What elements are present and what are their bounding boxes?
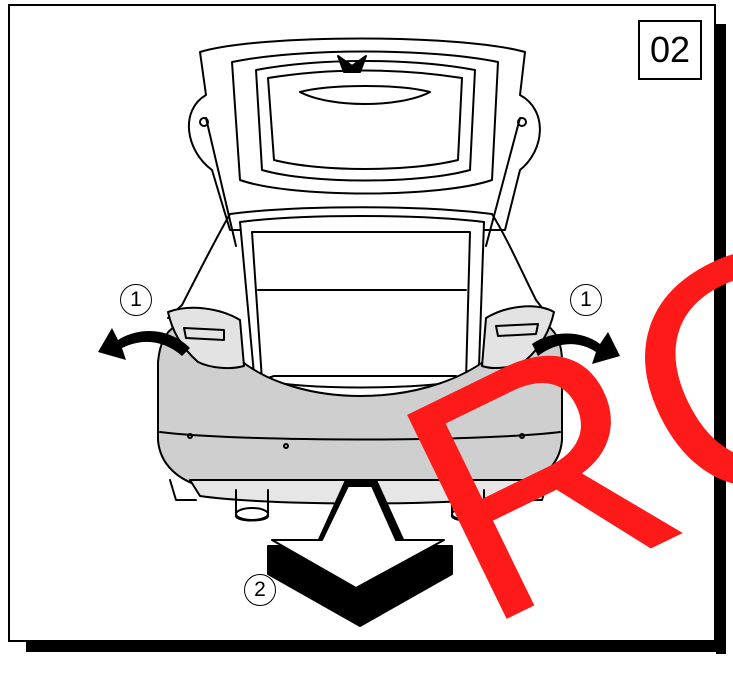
step-number-box: 02 (638, 20, 702, 80)
callout-2: 2 (244, 574, 276, 606)
frame-shadow-bottom (26, 642, 726, 652)
car-rear-illustration (98, 37, 620, 627)
tailgate-inner-frame (231, 50, 499, 195)
down-arrow (267, 479, 453, 627)
tailgate-window (255, 60, 476, 182)
callout-1-left: 1 (120, 284, 152, 316)
frame-shadow-right (716, 24, 726, 654)
strut-left (205, 117, 237, 247)
arrow-left (98, 328, 190, 360)
exhaust-right (451, 489, 485, 522)
strut-right (485, 117, 521, 247)
exhaust-left (235, 489, 269, 522)
body-left-pillar (167, 213, 231, 319)
tailgate-spoiler (337, 55, 367, 73)
body-right-pillar (491, 213, 551, 319)
tailgate-lip (299, 85, 431, 105)
tailgate-window-inner (267, 69, 463, 170)
arrow-right (532, 332, 620, 364)
roof-edge (229, 206, 493, 215)
callout-1-right: 1 (570, 284, 602, 316)
tailgate-outline (187, 37, 541, 231)
